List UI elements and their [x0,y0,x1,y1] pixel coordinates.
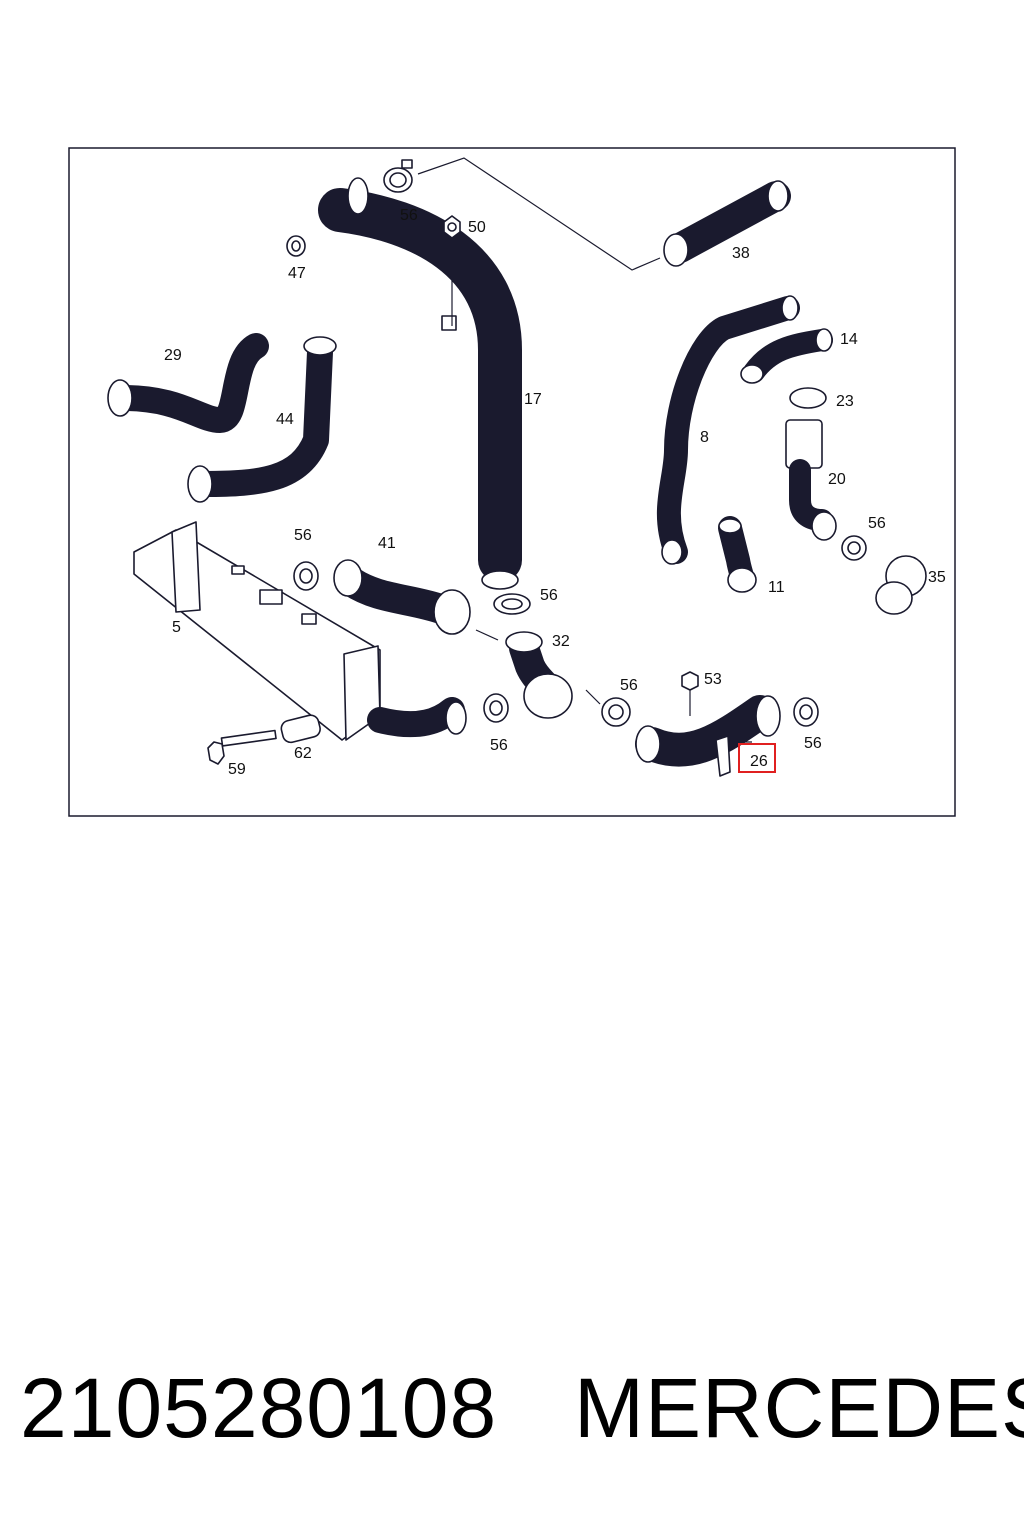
callout-label: 56 [868,515,886,532]
callout-label: 11 [768,579,785,596]
valve-20 [785,419,837,541]
brand-name: MERCEDES [574,1361,1024,1455]
o-ring-23 [789,387,827,409]
clamp-56-low-center [601,697,631,727]
nut-50 [443,215,461,239]
diagram-frame [68,147,956,817]
clamp-56-low-left [483,693,509,723]
callout-label: 56 [490,737,508,754]
callout-labels: 56 50 38 47 29 44 17 14 23 8 20 56 35 11… [164,207,946,778]
callout-label: 59 [228,761,246,778]
caption: 2105280108 MERCEDES [0,1360,1024,1480]
callout-label: 56 [620,677,638,694]
callout-label: 41 [378,535,396,552]
callout-label: 5 [172,619,181,636]
callout-label: 56 [804,735,822,752]
callout-label: 56 [400,207,418,224]
intercooler-5 [133,521,467,741]
clamp-56-mid-left [293,561,319,591]
callout-label: 8 [700,429,709,446]
callout-label: 26 [750,753,768,770]
callout-label: 56 [294,527,312,544]
callout-label: 14 [840,331,858,348]
clamp-56-right [841,535,867,561]
hose-26 [635,695,781,777]
clamp-56-center [493,593,531,615]
callout-label: 50 [468,219,486,236]
callout-label: 29 [164,347,182,364]
elbow-11 [718,516,757,593]
parts-diagram: 56 50 38 47 29 44 17 14 23 8 20 56 35 11… [68,147,956,817]
bolt-59 [207,729,277,765]
callout-label: 56 [540,587,558,604]
leader-lines [475,629,752,743]
callout-label: 23 [836,393,854,410]
hose-14 [740,328,833,384]
part-number: 2105280108 [20,1361,498,1455]
hose-29 [107,333,269,433]
callout-label: 53 [704,671,722,688]
callout-label: 35 [928,569,946,586]
callout-label: 62 [294,745,312,762]
clamp-56-low-right [793,697,819,727]
screw-53 [681,671,699,716]
callout-label: 32 [552,633,570,650]
hose-44 [187,336,337,503]
grommet-47 [286,235,306,257]
elbow-32 [505,631,573,719]
part-17-charge-pipe [318,177,522,590]
callout-label: 20 [828,471,846,488]
elbow-35 [875,555,927,615]
sleeve-38 [663,180,791,267]
callout-label: 17 [524,391,542,408]
callout-label: 44 [276,411,294,428]
callout-label: 38 [732,245,750,262]
highlight-box [738,743,776,773]
hose-8 [656,295,800,565]
spacer-62 [280,714,321,744]
callout-label: 47 [288,265,306,282]
hose-41 [333,559,471,635]
clamp-56-top [383,159,413,193]
leader-line [417,157,661,271]
